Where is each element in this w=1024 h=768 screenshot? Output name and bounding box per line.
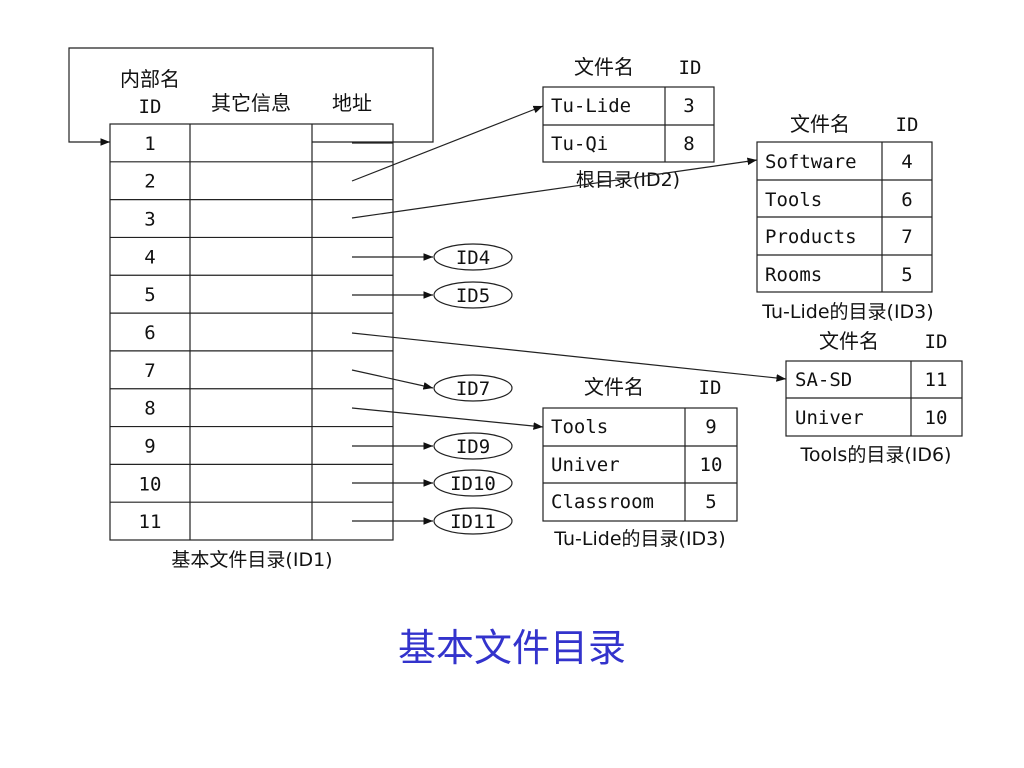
tulide-directory-table-a: 文件名 ID Software 4 Tools 6 Products 7 Roo… [756, 112, 934, 323]
tulide-a-header-name: 文件名 [790, 112, 850, 136]
root-row-1-name: Tu-Lide [551, 95, 631, 117]
root-header-name: 文件名 [574, 55, 634, 79]
id-ovals: ID4 ID5 ID7 ID9 ID10 ID11 [433, 243, 513, 535]
tulide-b-row-3-id: 5 [705, 491, 716, 513]
slide-title: 基本文件目录 [398, 626, 626, 670]
arrow-row8-to-tulide-b [351, 407, 544, 430]
tulide-a-header-id: ID [896, 114, 919, 136]
tools-directory-table: 文件名 ID SA-SD 11 Univer 10 Tools的目录(ID6) [785, 329, 963, 466]
tools-row-2-id: 10 [925, 407, 948, 429]
tulide-a-row-2-name: Tools [765, 189, 822, 211]
tulide-a-row-3-id: 7 [901, 226, 912, 248]
main-row-id-3: 3 [144, 209, 155, 231]
tools-header-name: 文件名 [819, 329, 879, 353]
main-row-id-6: 6 [144, 322, 155, 344]
main-row-id-5: 5 [144, 284, 155, 306]
oval-id7-label: ID7 [456, 378, 490, 400]
tulide-a-row-1-id: 4 [901, 151, 912, 173]
header-other-info: 其它信息 [211, 91, 291, 115]
tulide-a-row-4-id: 5 [901, 264, 912, 286]
oval-id10 [433, 469, 513, 497]
main-table-caption: 基本文件目录(ID1) [171, 549, 332, 571]
root-header-id: ID [679, 57, 702, 79]
main-row-id-8: 8 [144, 398, 155, 420]
tulide-a-row-1-name: Software [765, 151, 857, 173]
tulide-b-row-2-name: Univer [551, 454, 620, 476]
header-internal-name: 内部名 [120, 67, 180, 91]
tulide-a-caption: Tu-Lide的目录(ID3) [761, 301, 933, 323]
tulide-b-header-name: 文件名 [584, 375, 644, 399]
tulide-b-row-1-name: Tools [551, 416, 608, 438]
root-directory-table: 文件名 ID Tu-Lide 3 Tu-Qi 8 根目录(ID2) [542, 55, 715, 191]
tulide-directory-table-b: 文件名 ID Tools 9 Univer 10 Classroom 5 Tu-… [542, 375, 738, 550]
tulide-a-row-2-id: 6 [901, 189, 912, 211]
arrow-row3-to-tulide [351, 157, 758, 219]
main-row-id-4: 4 [144, 246, 155, 268]
oval-id9 [433, 432, 513, 460]
root-row-2-id: 8 [683, 133, 694, 155]
table-frame [109, 123, 394, 541]
tools-row-2-name: Univer [795, 407, 864, 429]
loop-connector [68, 47, 434, 146]
oval-id11 [433, 507, 513, 535]
oval-id9-label: ID9 [456, 436, 490, 458]
main-row-id-2: 2 [144, 171, 155, 193]
tools-row-1-name: SA-SD [795, 369, 852, 391]
tulide-b-row-3-name: Classroom [551, 491, 654, 513]
oval-id7 [433, 374, 513, 402]
tools-caption: Tools的目录(ID6) [800, 444, 952, 466]
header-address: 地址 [332, 91, 372, 115]
root-caption: 根目录(ID2) [576, 169, 680, 191]
root-row-1-id: 3 [683, 95, 694, 117]
tulide-b-frame [542, 407, 738, 522]
tulide-a-row-4-name: Rooms [765, 264, 822, 286]
arrow-row7-to-id7 [351, 369, 434, 390]
oval-id5 [433, 281, 513, 309]
pointer-arrows [351, 105, 787, 525]
tulide-a-row-3-name: Products [765, 226, 857, 248]
tulide-b-caption: Tu-Lide的目录(ID3) [553, 528, 725, 550]
oval-id11-label: ID11 [450, 511, 496, 533]
main-row-id-7: 7 [144, 360, 155, 382]
main-row-id-9: 9 [144, 435, 155, 457]
basic-file-directory-table: 内部名 ID 其它信息 地址 1 2 3 4 5 6 7 8 9 10 11 基本文件目录(ID1) [109, 67, 394, 571]
root-row-2-name: Tu-Qi [551, 133, 608, 155]
tulide-b-row-1-id: 9 [705, 416, 716, 438]
main-row-id-10: 10 [139, 473, 162, 495]
main-row-id-1: 1 [144, 133, 155, 155]
oval-id4 [433, 243, 513, 271]
tulide-b-row-2-id: 10 [700, 454, 723, 476]
tools-header-id: ID [925, 331, 948, 353]
arrow-row6-to-tools [351, 332, 787, 382]
tulide-b-header-id: ID [699, 377, 722, 399]
tools-row-1-id: 11 [925, 369, 948, 391]
oval-id4-label: ID4 [456, 247, 490, 269]
oval-id10-label: ID10 [450, 473, 496, 495]
main-row-id-11: 11 [139, 511, 162, 533]
arrow-row2-to-root [351, 105, 544, 182]
header-id: ID [139, 96, 162, 118]
oval-id5-label: ID5 [456, 285, 490, 307]
